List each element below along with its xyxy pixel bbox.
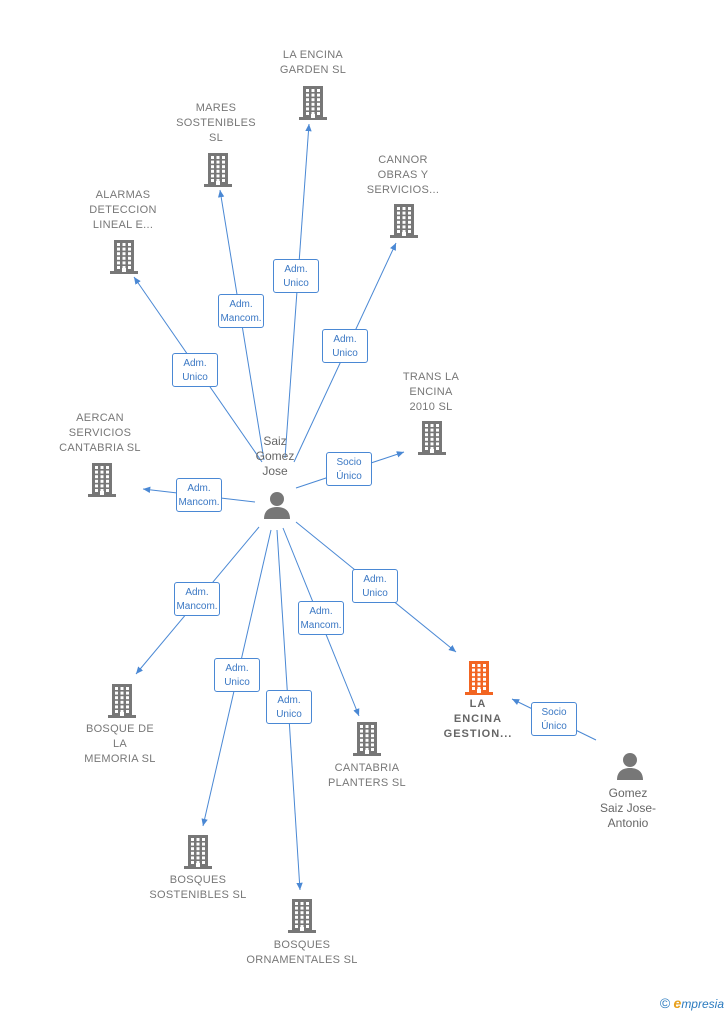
building-icon[interactable] bbox=[108, 239, 140, 280]
node-label[interactable]: AERCAN SERVICIOS CANTABRIA SL bbox=[59, 411, 141, 454]
node-label[interactable]: MARES SOSTENIBLES SL bbox=[176, 101, 256, 144]
edge-label[interactable]: Adm. Unico bbox=[273, 259, 319, 293]
node-label[interactable]: CANNOR OBRAS Y SERVICIOS... bbox=[366, 153, 440, 196]
edge-label[interactable]: Adm. Unico bbox=[266, 690, 312, 724]
building-icon[interactable] bbox=[202, 152, 234, 193]
building-icon[interactable] bbox=[297, 85, 329, 126]
building-icon[interactable] bbox=[86, 462, 118, 503]
brand-logo-text: mpresia bbox=[681, 997, 724, 1011]
node-label[interactable]: LA ENCINA GESTION... bbox=[443, 697, 513, 740]
building-icon[interactable] bbox=[416, 420, 448, 461]
building-icon[interactable] bbox=[351, 721, 383, 762]
building-icon[interactable] bbox=[388, 203, 420, 244]
node-label[interactable]: TRANS LA ENCINA 2010 SL bbox=[402, 370, 460, 413]
edge-label[interactable]: Adm. Mancom. bbox=[298, 601, 344, 635]
node-label[interactable]: Saiz Gomez Jose bbox=[255, 433, 295, 478]
edge-label[interactable]: Adm. Mancom. bbox=[218, 294, 264, 328]
node-label[interactable]: LA ENCINA GARDEN SL bbox=[279, 49, 347, 76]
edge-label[interactable]: Adm. Unico bbox=[322, 329, 368, 363]
person-icon[interactable] bbox=[262, 490, 292, 525]
edge-label[interactable]: Socio Único bbox=[326, 452, 372, 486]
building-icon[interactable] bbox=[106, 683, 138, 724]
copyright-icon: © bbox=[659, 995, 671, 1011]
node-label[interactable]: ALARMAS DETECCION LINEAL E... bbox=[89, 188, 157, 231]
brand-logo-initial: e bbox=[673, 995, 682, 1011]
building-icon[interactable] bbox=[286, 898, 318, 939]
node-label[interactable]: CANTABRIA PLANTERS SL bbox=[328, 762, 406, 789]
edge-label[interactable]: Adm. Mancom. bbox=[174, 582, 220, 616]
node-label[interactable]: BOSQUES SOSTENIBLES SL bbox=[149, 874, 247, 901]
node-label[interactable]: BOSQUES ORNAMENTALES SL bbox=[246, 939, 358, 966]
edge-label[interactable]: Socio Único bbox=[531, 702, 577, 736]
building-icon[interactable] bbox=[182, 834, 214, 875]
node-label[interactable]: BOSQUE DE LA MEMORIA SL bbox=[84, 722, 156, 765]
edge-label[interactable]: Adm. Unico bbox=[214, 658, 260, 692]
brand-footer: © empresia bbox=[660, 995, 724, 1011]
building-icon[interactable] bbox=[463, 660, 495, 701]
edge-label[interactable]: Adm. Unico bbox=[172, 353, 218, 387]
edge-label[interactable]: Adm. Mancom. bbox=[176, 478, 222, 512]
node-label[interactable]: Gomez Saiz Jose- Antonio bbox=[599, 785, 657, 830]
edge-label[interactable]: Adm. Unico bbox=[352, 569, 398, 603]
person-icon[interactable] bbox=[615, 751, 645, 786]
